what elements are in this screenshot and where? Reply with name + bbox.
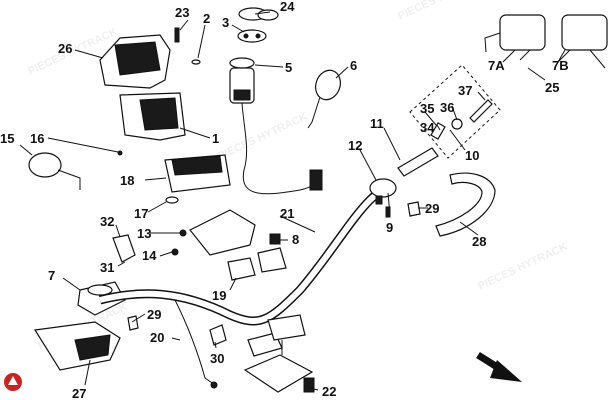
part-15-mirror-left	[28, 152, 81, 190]
callout-20: 20	[150, 330, 164, 345]
callout-6: 6	[350, 58, 357, 73]
part-10-kit-box	[409, 64, 501, 159]
callout-24: 24	[280, 0, 295, 14]
part-22-bolt	[303, 377, 315, 393]
callout-14: 14	[142, 248, 157, 263]
callout-19: 19	[212, 288, 226, 303]
part-19-clamp-lower	[247, 314, 306, 357]
callout-16: 16	[30, 131, 44, 146]
part-19-clamp-upper	[227, 247, 287, 281]
callout-23: 23	[175, 5, 189, 20]
callout-30: 30	[210, 351, 224, 366]
watermark: PIECES HYTRACK	[476, 241, 569, 293]
callout-32: 32	[100, 214, 114, 229]
part-stem-plate	[243, 340, 314, 393]
callout-10: 10	[465, 148, 479, 163]
callout-29-left: 29	[147, 307, 161, 322]
callout-8: 8	[292, 232, 299, 247]
leader-lines	[19, 11, 571, 391]
callout-34: 34	[420, 120, 435, 135]
callout-31: 31	[100, 260, 114, 275]
callout-22: 22	[322, 384, 336, 399]
callout-11: 11	[370, 116, 384, 131]
part-26-dash-cover	[99, 34, 171, 89]
part-1-headlight-fairing	[119, 92, 186, 141]
part-30-clip	[209, 324, 227, 346]
part-12-switch-housing	[369, 178, 397, 205]
cable-end	[210, 381, 218, 389]
callout-12: 12	[348, 138, 362, 153]
callout-15: 15	[0, 131, 14, 146]
part-7a-switch-module	[484, 14, 546, 61]
part-8-bolt	[269, 233, 281, 245]
callout-labels: 23 2 3 24 26 5 6 1 15 16 18 17 13 14 32 …	[0, 0, 569, 400]
watermark: PIECES HYTRACK	[216, 111, 309, 163]
part-9-screw	[385, 206, 391, 218]
callout-37: 37	[458, 83, 472, 98]
part-27-hand-guard-left	[33, 321, 121, 371]
callout-35: 35	[420, 101, 434, 116]
callout-17: 17	[134, 206, 148, 221]
brand-logo-icon	[4, 373, 22, 391]
callout-3: 3	[222, 15, 229, 30]
callout-5: 5	[285, 60, 292, 75]
callout-21: 21	[280, 206, 294, 221]
callout-9: 9	[386, 220, 393, 235]
part-7b-switch-module	[557, 14, 608, 69]
part-20-cable	[174, 299, 216, 386]
part-24-cap	[238, 7, 279, 21]
part-2-washer	[191, 59, 201, 65]
callout-26: 26	[58, 41, 72, 56]
part-29-clip-right	[407, 201, 421, 217]
part-21-handlebar	[98, 181, 394, 326]
part-5-ignition-switch	[229, 57, 323, 195]
callout-7: 7	[48, 268, 55, 283]
callout-25: 25	[545, 80, 559, 95]
callout-27: 27	[72, 386, 86, 400]
callout-7b: 7B	[552, 58, 569, 73]
part-18-electronics-box	[164, 154, 231, 193]
direction-arrow	[476, 352, 522, 382]
part-6-mirror-right	[307, 69, 341, 129]
part-bracket-13	[171, 209, 256, 256]
callout-2: 2	[203, 11, 210, 26]
callout-36: 36	[440, 100, 454, 115]
callout-1: 1	[212, 131, 219, 146]
callout-7a: 7A	[488, 58, 505, 73]
callout-29-right: 29	[425, 201, 439, 216]
callout-28: 28	[472, 234, 486, 249]
part-28-hand-guard-right	[435, 172, 496, 237]
part-23-bolt	[174, 27, 180, 43]
part-17-clip	[165, 196, 179, 204]
part-16-bolt	[117, 150, 123, 156]
watermark: PIECES HYTRACK	[396, 0, 489, 23]
part-29-clip-left	[127, 315, 139, 331]
callout-13: 13	[137, 226, 151, 241]
part-32-bracket	[112, 234, 136, 263]
part-3-ring	[237, 29, 267, 43]
callout-18: 18	[120, 173, 134, 188]
